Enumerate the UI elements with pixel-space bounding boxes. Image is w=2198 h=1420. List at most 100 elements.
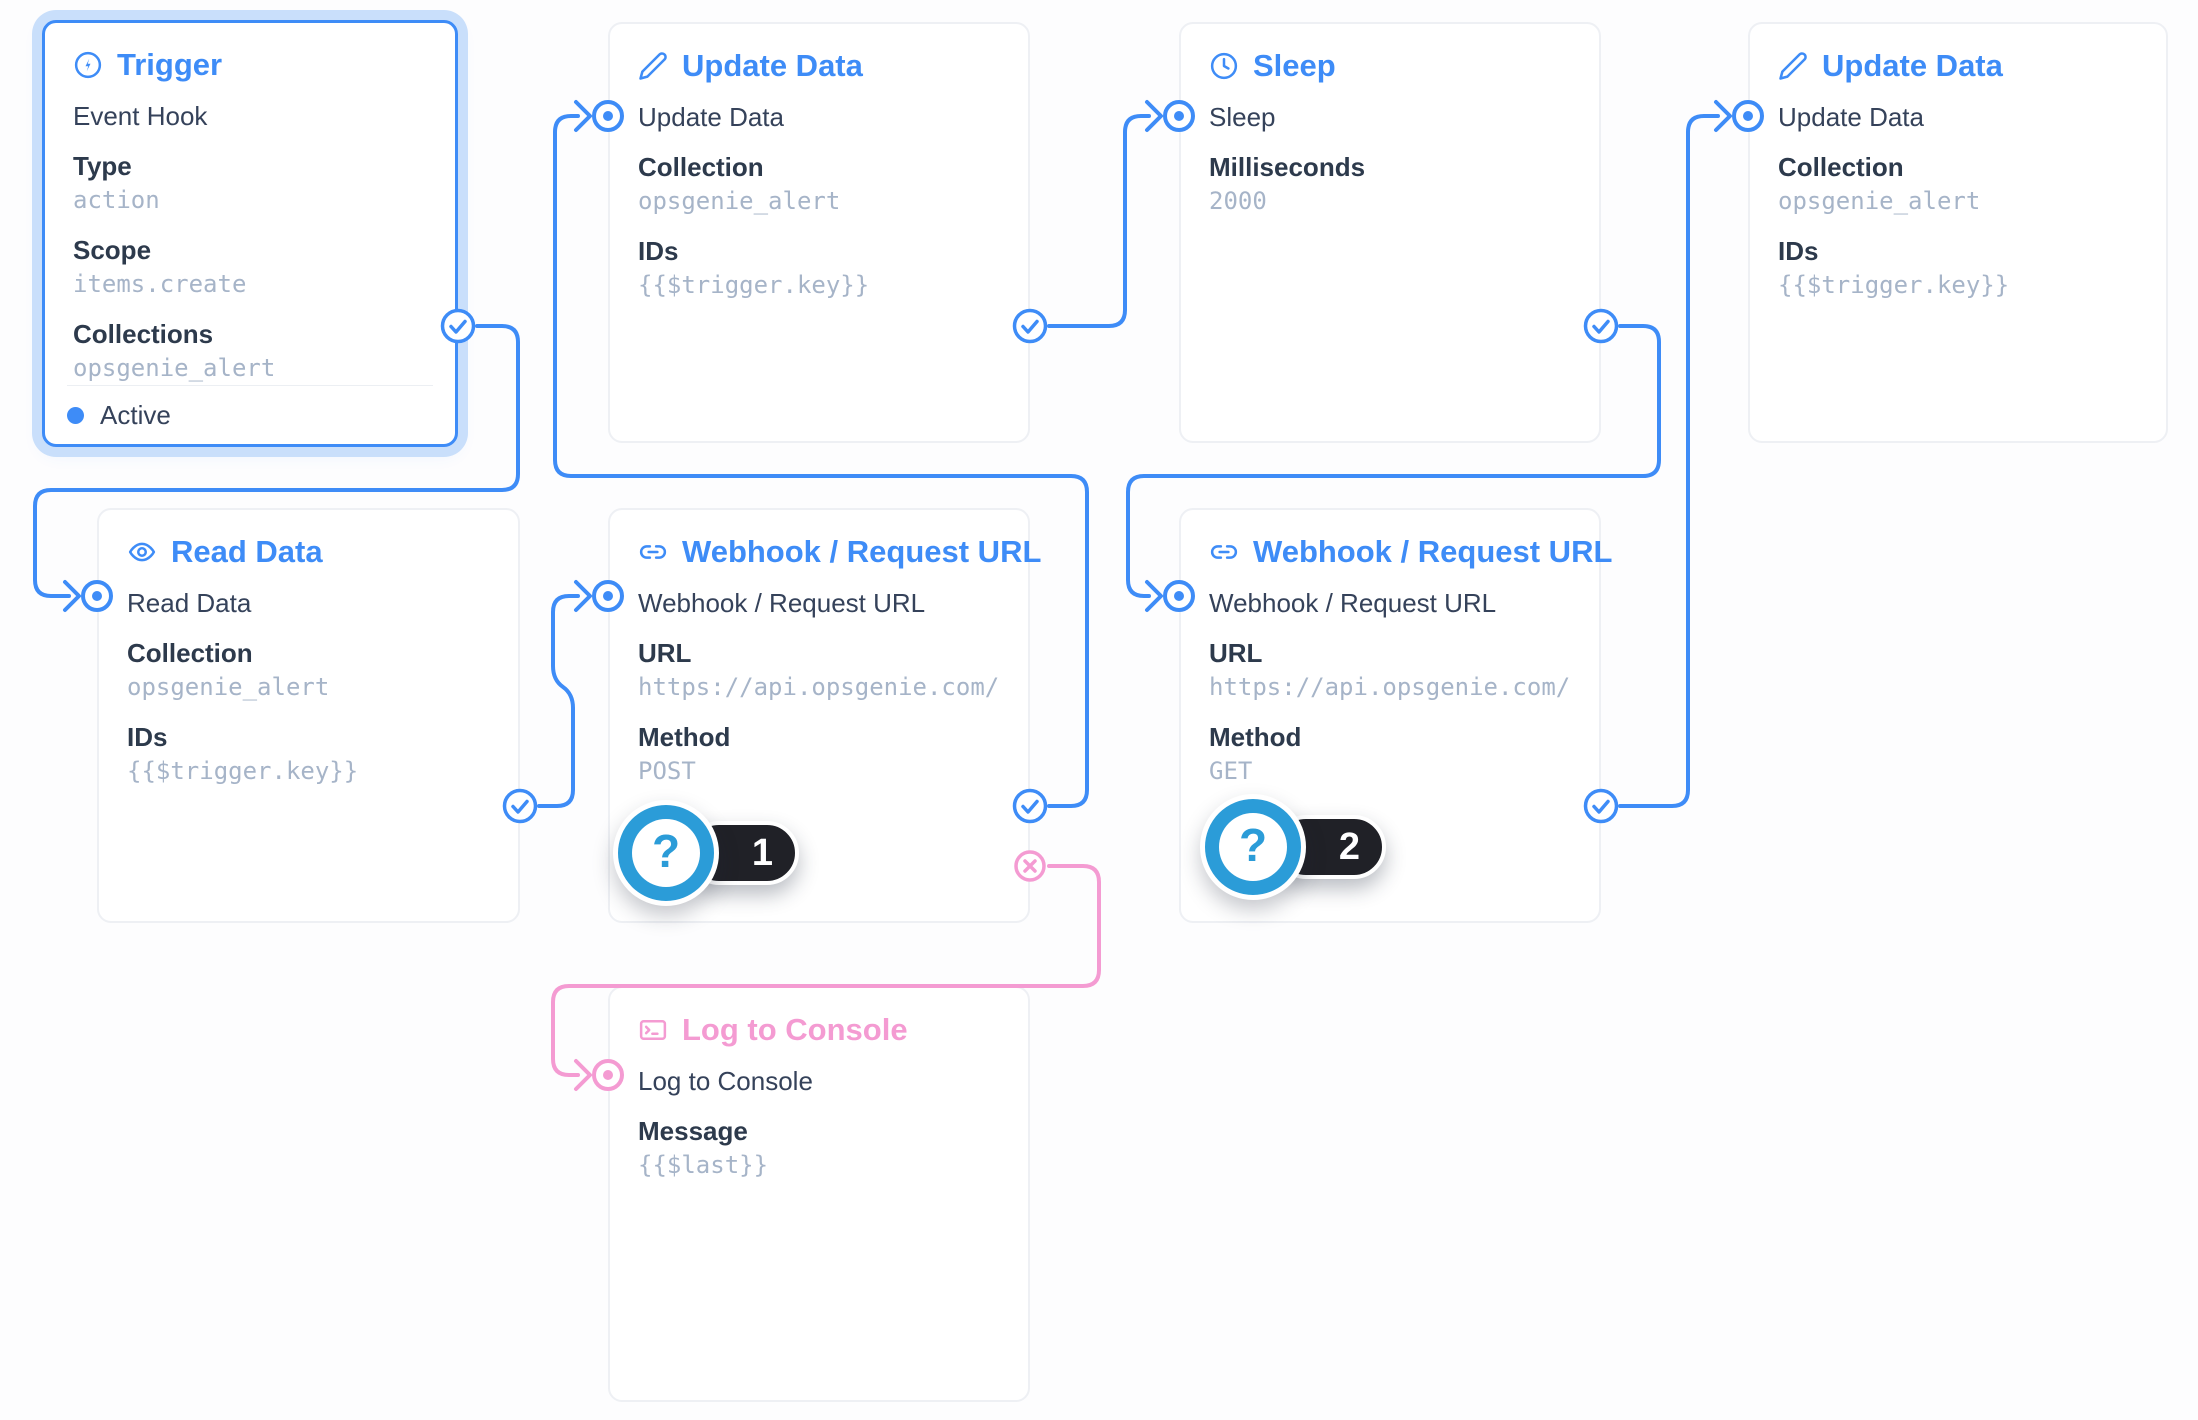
field-label: Scope (73, 235, 152, 265)
pencil-icon (1778, 51, 1808, 81)
read-data-card[interactable]: Read Data Read Data Collection opsgenie_… (97, 508, 520, 923)
operation-name: Update Data (638, 102, 784, 132)
update-data-2-card[interactable]: Update Data Update Data Collection opsge… (1748, 22, 2168, 443)
update-data-1-card[interactable]: Update Data Update Data Collection opsge… (608, 22, 1030, 443)
operation-name: Sleep (1209, 102, 1276, 132)
field-label: URL (638, 638, 692, 668)
field-label: Method (638, 722, 731, 752)
log-to-console-card[interactable]: Log to Console Log to Console Message {{… (608, 986, 1030, 1402)
read-data-resolve-port[interactable] (502, 788, 538, 824)
wire-webhook-get-to-update-data-2 (1618, 114, 1720, 808)
terminal-icon (638, 1015, 668, 1045)
arrowhead-icon (1145, 100, 1163, 132)
field-value: opsgenie_alert (638, 187, 841, 215)
card-header: Webhook / Request URL (1209, 534, 1612, 570)
arrowhead-icon (1145, 580, 1163, 612)
arrowhead-icon (1714, 100, 1732, 132)
trigger-card[interactable]: Trigger Event Hook Type action Scope ite… (42, 20, 458, 447)
field-value: GET (1209, 757, 1253, 785)
badge-count: 1 (751, 831, 773, 874)
zap-circle-icon (73, 50, 103, 80)
link-icon (1209, 537, 1239, 567)
field-label: IDs (1778, 236, 1819, 266)
trigger-card-header: Trigger (73, 47, 427, 83)
field-label: IDs (638, 236, 679, 266)
field-label: Method (1209, 722, 1302, 752)
log-to-console-input-port[interactable] (592, 1059, 624, 1091)
webhook-post-resolve-port[interactable] (1012, 788, 1048, 824)
operation-name: Webhook / Request URL (1209, 588, 1497, 618)
field-value: 2000 (1209, 187, 1267, 215)
clock-icon (1209, 51, 1239, 81)
field-value: https://api.opsgenie.com/v… (638, 673, 1000, 701)
field-label: URL (1209, 638, 1263, 668)
field-value: {{$trigger.key}} (638, 271, 870, 299)
card-header: Read Data (127, 534, 490, 570)
field-label: Collection (127, 638, 253, 668)
card-header: Log to Console (638, 1012, 1000, 1048)
field-value: {{$trigger.key}} (127, 757, 359, 785)
arrowhead-icon (574, 580, 592, 612)
update-data-2-input-port[interactable] (1732, 100, 1764, 132)
card-title: Sleep (1253, 48, 1336, 83)
webhook-get-input-port[interactable] (1163, 580, 1195, 612)
status-badge: Active (100, 399, 171, 430)
field-label: Type (73, 151, 132, 181)
field-value: opsgenie_alert (127, 673, 330, 701)
trigger-status: Active (67, 385, 433, 444)
operation-name: Webhook / Request URL (638, 588, 926, 618)
field-label: Milliseconds (1209, 152, 1366, 182)
field-label: Collection (1778, 152, 1904, 182)
active-status-dot-icon (67, 406, 84, 424)
field-label: Collections (73, 319, 214, 349)
webhook-post-unknown-status-badge[interactable]: 1 ? (613, 800, 833, 910)
field-value: items.create (73, 270, 247, 298)
trigger-type-name: Event Hook (73, 101, 208, 131)
operation-name: Log to Console (638, 1066, 813, 1096)
operation-name: Update Data (1778, 102, 1924, 132)
card-title: Read Data (171, 534, 323, 569)
badge-count: 2 (1338, 825, 1360, 868)
pencil-icon (638, 51, 668, 81)
arrowhead-icon (63, 580, 81, 612)
card-title: Webhook / Request URL (682, 534, 1042, 569)
question-mark-icon: ? (1200, 794, 1306, 900)
sleep-resolve-port[interactable] (1583, 308, 1619, 344)
trigger-resolve-port[interactable] (440, 308, 476, 344)
field-label: IDs (127, 722, 168, 752)
field-value: POST (638, 757, 696, 785)
card-title: Log to Console (682, 1012, 908, 1047)
field-value: https://api.opsgenie.com/v… (1209, 673, 1571, 701)
webhook-get-unknown-status-badge[interactable]: 2 ? (1200, 794, 1420, 904)
field-value: action (73, 186, 160, 214)
card-title: Update Data (1822, 48, 2003, 83)
question-mark-glyph: ? (651, 825, 681, 877)
update-data-1-input-port[interactable] (592, 100, 624, 132)
field-value: opsgenie_alert (73, 354, 276, 382)
link-icon (638, 537, 668, 567)
operation-name: Read Data (127, 588, 252, 618)
sleep-input-port[interactable] (1163, 100, 1195, 132)
card-title: Webhook / Request URL (1253, 534, 1613, 569)
wire-read-data-to-webhook-post (537, 594, 580, 808)
question-mark-glyph: ? (1238, 819, 1268, 871)
card-header: Sleep (1209, 48, 1571, 84)
webhook-post-reject-port[interactable] (1014, 850, 1046, 882)
sleep-card[interactable]: Sleep Sleep Milliseconds 2000 (1179, 22, 1601, 443)
read-data-input-port[interactable] (81, 580, 113, 612)
card-header: Webhook / Request URL (638, 534, 1041, 570)
question-mark-icon: ? (613, 800, 719, 906)
webhook-post-input-port[interactable] (592, 580, 624, 612)
field-value: {{$trigger.key}} (1778, 271, 2010, 299)
field-value: opsgenie_alert (1778, 187, 1981, 215)
update-data-1-resolve-port[interactable] (1012, 308, 1048, 344)
webhook-get-resolve-port[interactable] (1583, 788, 1619, 824)
card-title: Trigger (117, 47, 223, 82)
arrowhead-icon (574, 100, 592, 132)
arrowhead-icon (574, 1059, 592, 1091)
eye-icon (127, 537, 157, 567)
field-label: Collection (638, 152, 764, 182)
field-value: {{$last}} (638, 1151, 769, 1179)
field-label: Message (638, 1116, 748, 1146)
